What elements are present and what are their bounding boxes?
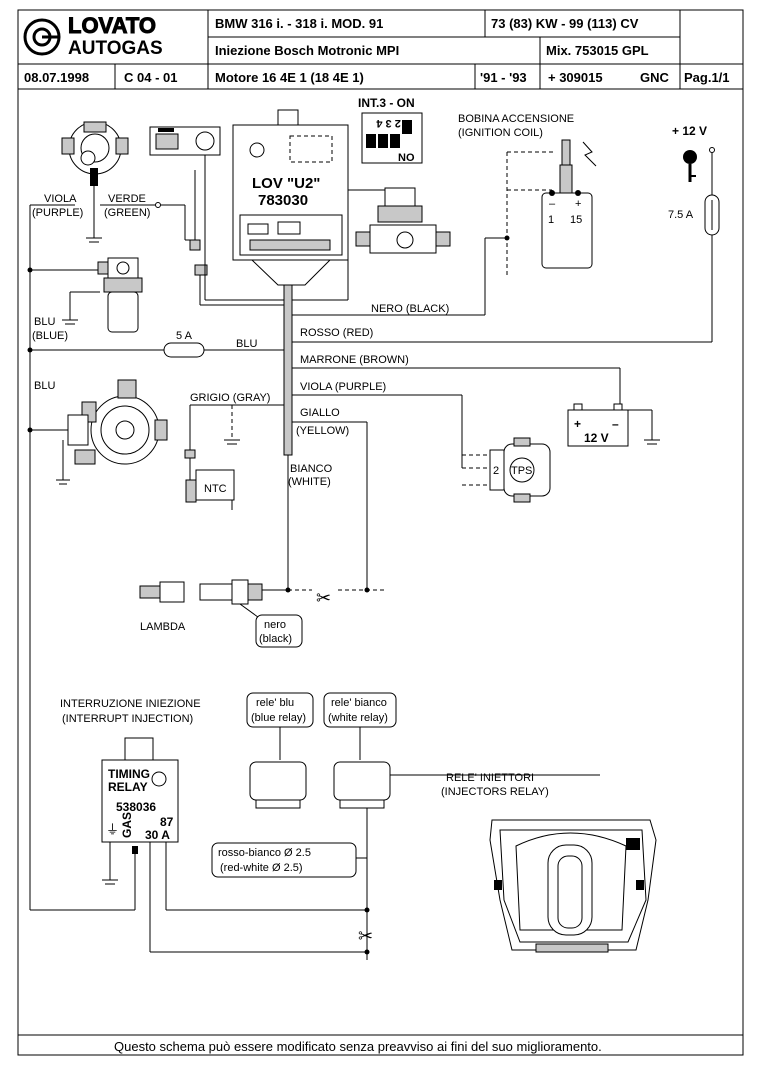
brand-top: LOVATO: [68, 13, 156, 38]
coil-label-en: (IGNITION COIL): [458, 127, 543, 139]
injection-text: Iniezione Bosch Motronic MPI: [215, 43, 399, 58]
wire-nero: NERO (BLACK): [371, 303, 449, 315]
dip-no: NO: [398, 152, 415, 164]
blue-relay-label-en: (blue relay): [251, 712, 306, 724]
white-relay-label-it: rele' bianco: [331, 697, 387, 709]
r87-label: 87: [160, 815, 174, 829]
ecu-harness: [283, 284, 293, 456]
distributor-icon: [61, 121, 129, 186]
plus12-label: + 12 V: [672, 124, 707, 138]
lovato-logo: LOVATO AUTOGAS: [23, 13, 163, 59]
coil-label-it: BOBINA ACCENSIONE: [458, 113, 574, 125]
code-text: C 04 - 01: [124, 70, 177, 85]
ecu-code: 783030: [258, 192, 308, 209]
giallo-label-it: GIALLO: [300, 407, 340, 419]
inj-relay-label-it: RELE' INIETTORI: [446, 772, 534, 784]
coil-minus: –: [549, 198, 556, 210]
model-text: BMW 316 i. - 318 i. MOD. 91: [215, 16, 383, 31]
dip-switch-icon: [361, 112, 423, 164]
blu1-label-it: BLU: [34, 316, 55, 328]
wire-rosso: ROSSO (RED): [300, 327, 373, 339]
ignition-key-icon: [683, 150, 697, 182]
inj-relay-label-en: (INJECTORS RELAY): [441, 786, 549, 798]
verde-label-en: (GREEN): [104, 207, 150, 219]
cut-scissors-icon: ✂: [358, 926, 373, 946]
int3-label: INT.3 - ON: [358, 96, 415, 110]
timing-relay-icon: [101, 737, 179, 854]
viola-label-it: VIOLA: [44, 193, 77, 205]
ignition-coil-icon: [541, 139, 597, 269]
timing-code: 538036: [116, 800, 156, 814]
connector-icon: [189, 239, 201, 251]
blue-relay-icon: [249, 761, 307, 809]
power-text: 73 (83) KW - 99 (113) CV: [491, 16, 639, 31]
interrupt-label-it: INTERRUZIONE INIEZIONE: [60, 698, 201, 710]
wire-grigio: GRIGIO (GRAY): [190, 392, 270, 404]
bianco-label-it: BIANCO: [290, 463, 333, 475]
bianco-label-en: (WHITE): [288, 476, 331, 488]
timing-label-2: RELAY: [108, 780, 148, 794]
blu3-label: BLU: [34, 380, 55, 392]
brand-bottom: AUTOGAS: [68, 38, 163, 59]
white-relay-icon: [333, 761, 391, 809]
nero-label-it: nero: [264, 619, 286, 631]
lpg-solenoid-filter-icon: [97, 257, 143, 333]
lambda-sensor-icon: [139, 579, 263, 605]
r30a-label: 30 A: [145, 828, 170, 842]
reducer-vaporizer-icon: [67, 379, 168, 465]
battery-minus: –: [612, 417, 619, 431]
battery-voltage: 12 V: [584, 431, 609, 445]
redwhite-label-it: rosso-bianco Ø 2.5: [218, 847, 311, 859]
tps-pin: 2: [493, 465, 499, 477]
viola-label-en: (PURPLE): [32, 207, 83, 219]
wire-viola2: VIOLA (PURPLE): [300, 381, 386, 393]
ntc-sensor-icon: [185, 469, 235, 503]
lambda-label: LAMBDA: [140, 621, 186, 633]
fuel-text: GNC: [640, 70, 670, 85]
gas-valve-icon: [355, 187, 451, 254]
battery-icon: [567, 403, 629, 447]
coil-pin-1: 1: [548, 214, 554, 226]
mixer-text: Mix. 753015 GPL: [546, 43, 649, 58]
redwhite-label-en: (red-white Ø 2.5): [220, 862, 303, 874]
interrupt-label-en: (INTERRUPT INJECTION): [62, 713, 193, 725]
nero-callout: [255, 614, 303, 648]
kit-text: + 309015: [548, 70, 603, 85]
ntc-label: NTC: [204, 483, 227, 495]
tps-sensor-icon: [489, 437, 551, 503]
map-sensor-icon: [149, 126, 221, 156]
footer-note: Questo schema può essere modificato senz…: [114, 1039, 602, 1054]
timing-label-1: TIMING: [108, 767, 150, 781]
injector-relay-fusebox-icon: [489, 819, 657, 953]
blue-relay-label-it: rele' blu: [256, 697, 294, 709]
tps-label: TPS: [511, 465, 532, 477]
header-table: [17, 9, 744, 1056]
engine-text: Motore 16 4E 1 (18 4E 1): [215, 70, 364, 85]
ground-symbol-icon: ⏚: [106, 822, 119, 837]
battery-plus: +: [574, 417, 581, 431]
blu2-label: BLU: [236, 338, 257, 350]
white-relay-label-en: (white relay): [328, 712, 388, 724]
cut-scissors-icon: ✂: [316, 588, 331, 608]
red-white-wire-callout: [211, 842, 357, 878]
ecu-name: LOV "U2": [252, 175, 320, 192]
fuse-5a: [163, 342, 205, 358]
connector-icon: [194, 264, 208, 276]
verde-label-it: VERDE: [108, 193, 146, 205]
fuse1-label: 7.5 A: [668, 209, 694, 221]
ecu-lov-u2: [232, 109, 349, 286]
gas-label: GAS: [120, 812, 134, 838]
date-text: 08.07.1998: [24, 70, 89, 85]
dip-numbers: 1 2 3 4: [375, 117, 410, 129]
wire-marrone: MARRONE (BROWN): [300, 354, 409, 366]
fuse2-label: 5 A: [176, 330, 193, 342]
years-text: '91 - '93: [480, 70, 527, 85]
giallo-label-en: (YELLOW): [296, 425, 349, 437]
nero-label-en: (black): [259, 633, 292, 645]
coil-plus: +: [575, 198, 581, 210]
blu1-label-en: (BLUE): [32, 330, 68, 342]
page-text: Pag.1/1: [684, 70, 730, 85]
coil-pin-15: 15: [570, 214, 582, 226]
